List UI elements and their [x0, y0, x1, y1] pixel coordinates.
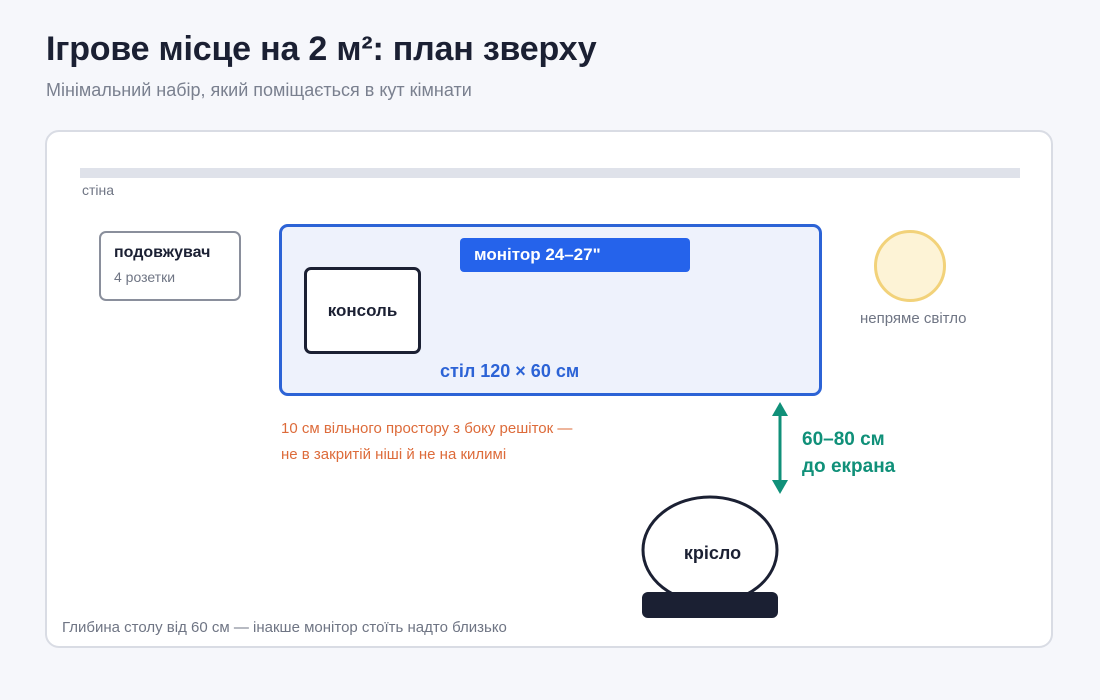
console: консоль: [304, 267, 421, 354]
power-strip-detail: 4 розетки: [114, 269, 176, 285]
page-subtitle: Мінімальний набір, який поміщається в ку…: [46, 80, 472, 100]
distance-label-line-2: до екрана: [802, 456, 896, 477]
console-label: консоль: [327, 300, 398, 320]
monitor-label: монітор 24–27": [474, 245, 601, 264]
distance-label: 60–80 см до екрана: [802, 426, 895, 480]
distance-arrow-icon: [772, 402, 788, 494]
lamp-icon: [874, 230, 946, 302]
ventilation-note: 10 см вільного простору з боку решіток —…: [281, 416, 572, 468]
wall: [80, 168, 1020, 178]
lamp-label: непряме світло: [860, 310, 967, 327]
power-strip: подовжувач 4 розетки: [99, 231, 241, 301]
wall-label: стіна: [82, 182, 115, 198]
page-title: Ігрове місце на 2 м²: план зверху: [46, 30, 597, 68]
power-strip-name: подовжувач: [114, 244, 211, 261]
ventilation-note-line-1: 10 см вільного простору з боку решіток —: [281, 420, 573, 437]
chair-icon: [641, 495, 779, 618]
monitor: монітор 24–27": [460, 238, 690, 272]
footnote: Глибина столу від 60 см — інакше монітор…: [62, 619, 507, 636]
distance-label-line-1: 60–80 см: [802, 429, 885, 450]
chair-label: крісло: [683, 543, 742, 563]
ventilation-note-line-2: не в закритій ніші й не на килимі: [281, 446, 507, 463]
desk-label: стіл 120 × 60 см: [440, 361, 580, 381]
